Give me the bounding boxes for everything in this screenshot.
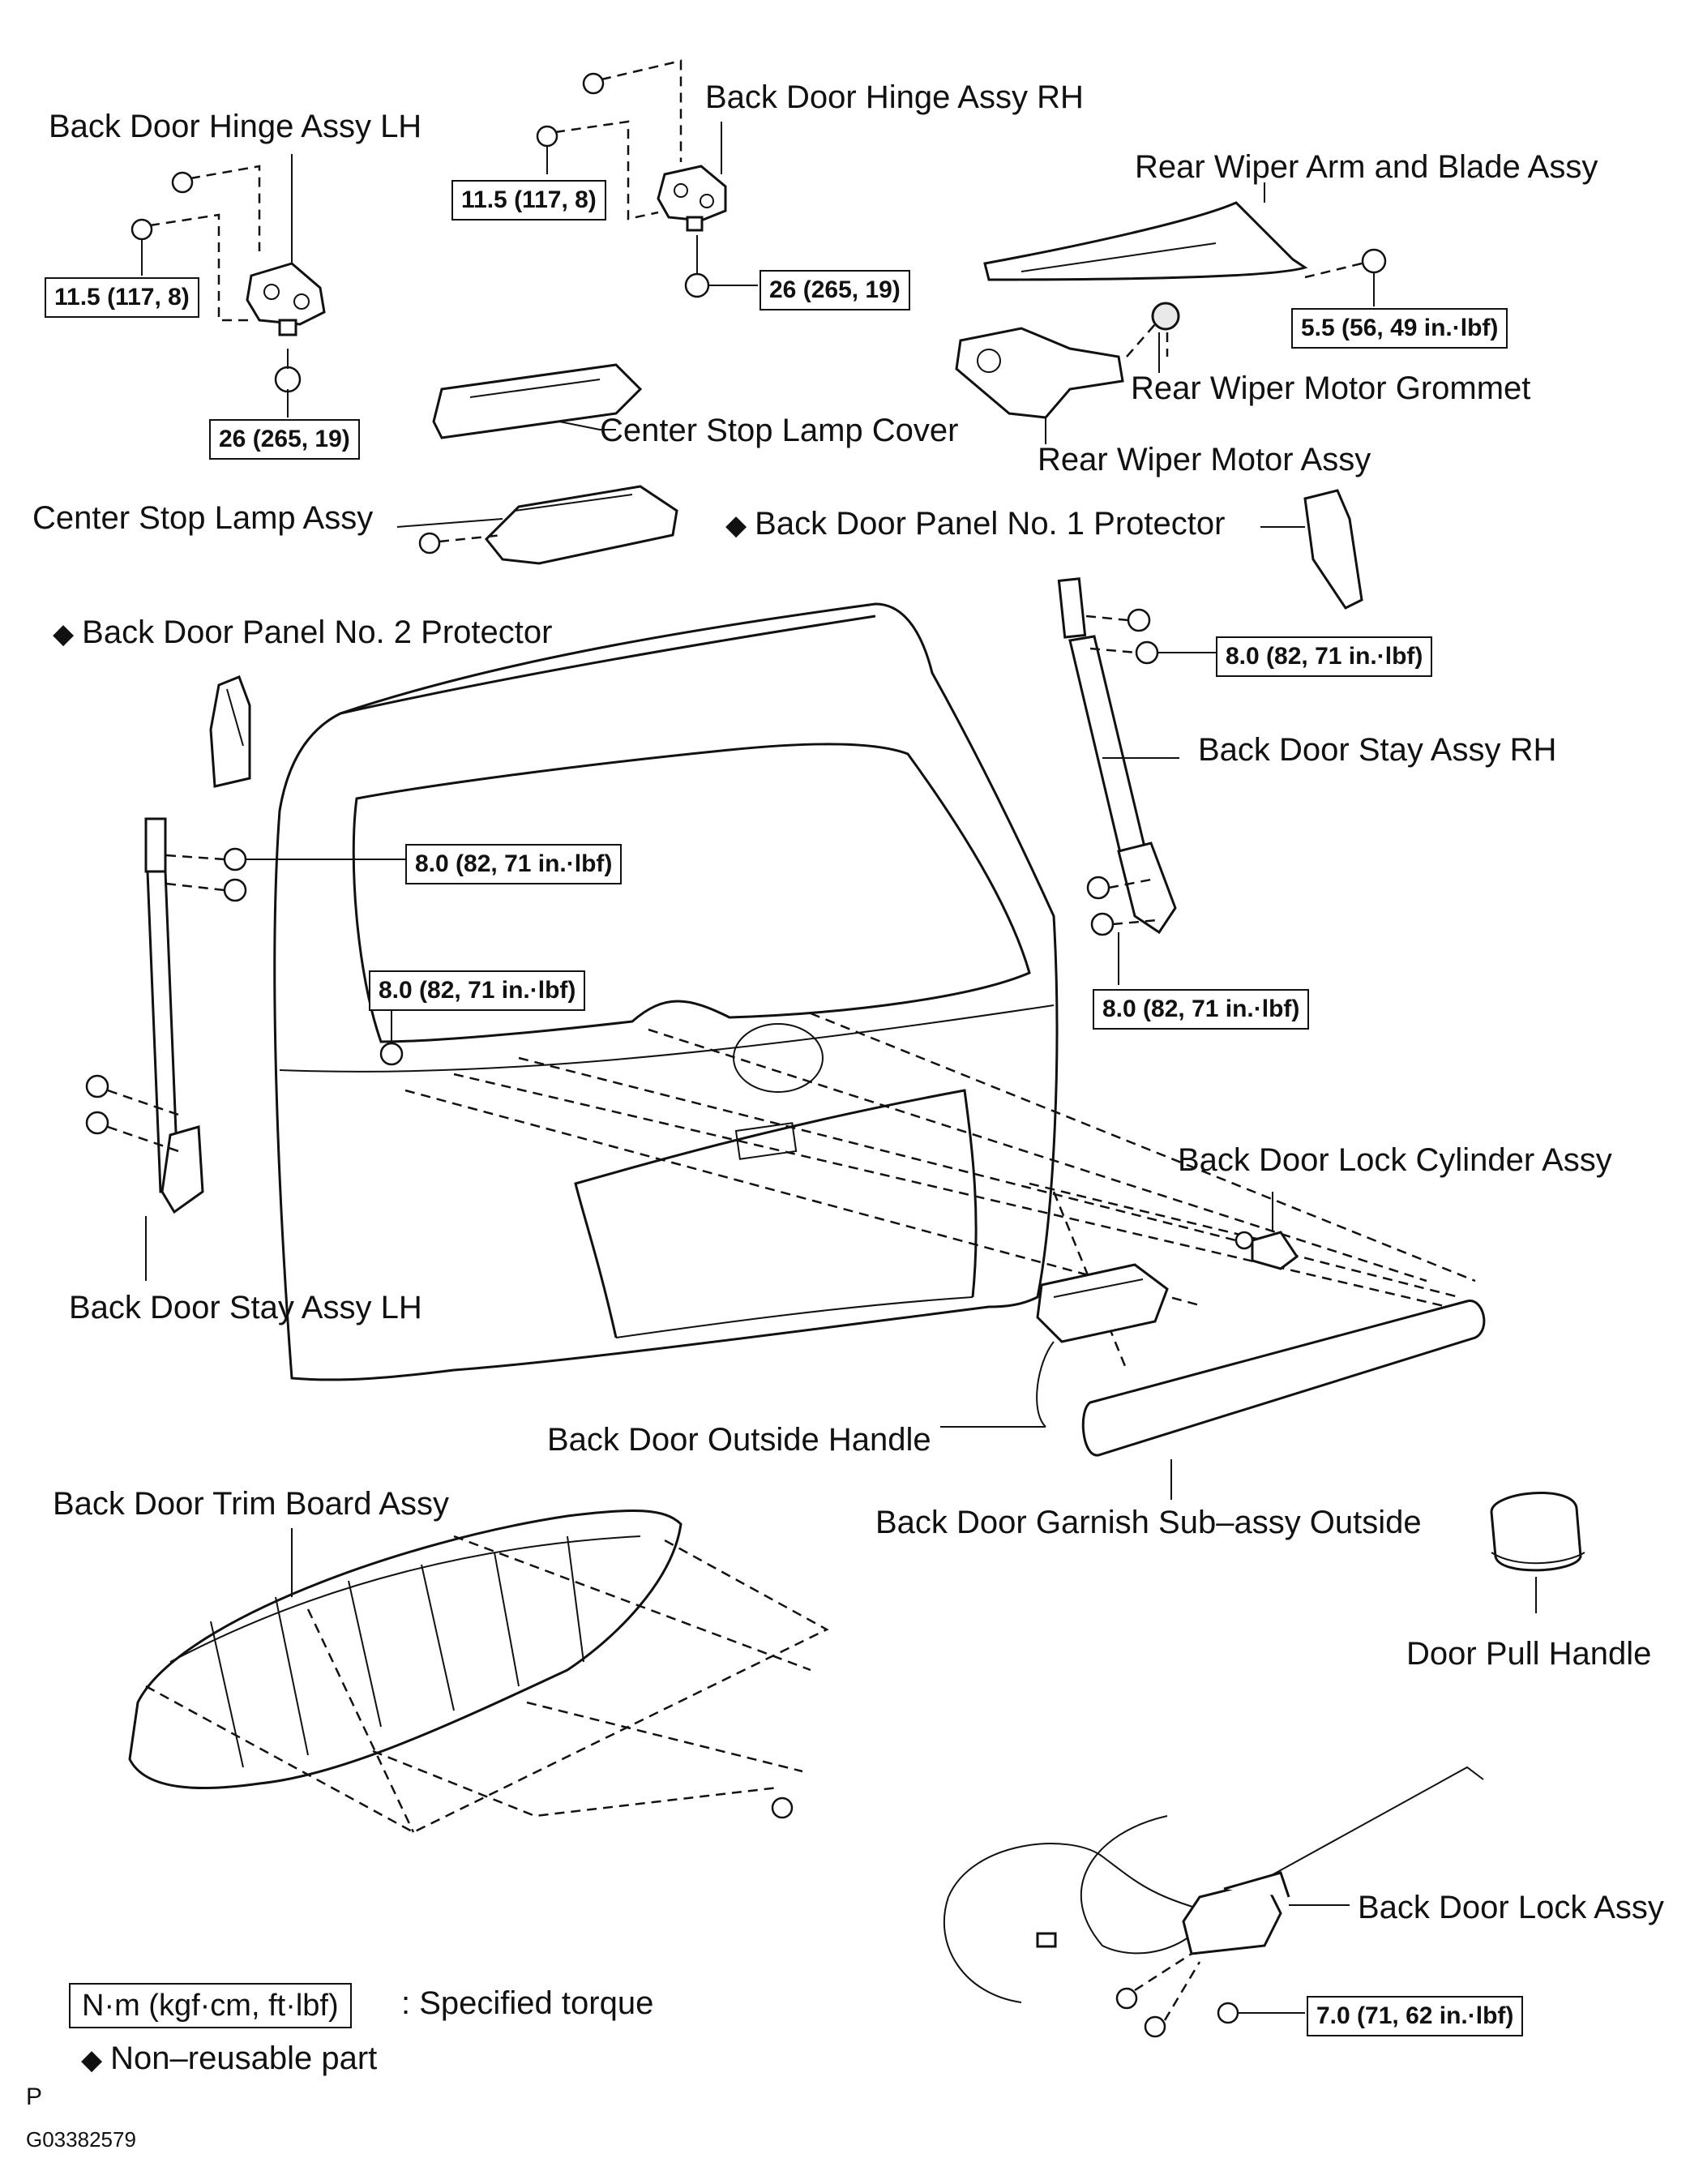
hinge-rh-artwork: [536, 59, 758, 298]
footer-letter: P: [26, 2083, 43, 2110]
label-panel-protector-2: ◆Back Door Panel No. 2 Protector: [53, 614, 552, 653]
lock-assy-artwork: [943, 1766, 1484, 2038]
assembly-dashed-lines: [404, 1012, 1476, 1371]
label-panel-protector-1-text: Back Door Panel No. 1 Protector: [755, 506, 1226, 542]
label-hinge-lh: Back Door Hinge Assy LH: [49, 109, 422, 144]
label-stop-lamp-cover: Center Stop Lamp Cover: [600, 413, 959, 448]
non-reusable-mark: ◆: [53, 619, 75, 649]
torque-stud: 8.0 (82, 71 in.·lbf): [369, 970, 586, 1011]
torque-hinge-rh-bolt: 11.5 (117, 8): [451, 180, 606, 221]
legend-non-reusable-text: Non–reusable part: [110, 2041, 378, 2076]
label-lock-cylinder: Back Door Lock Cylinder Assy: [1178, 1142, 1612, 1178]
label-lock-assy: Back Door Lock Assy: [1358, 1890, 1664, 1925]
legend-torque-unit: N·m (kgf·cm, ft·lbf): [69, 1983, 352, 2028]
stay-lh-artwork: [85, 817, 405, 1281]
label-wiper-motor: Rear Wiper Motor Assy: [1038, 442, 1371, 477]
back-door-panel: [273, 602, 1059, 1381]
label-trim-board: Back Door Trim Board Assy: [53, 1486, 450, 1522]
stop-lamp-artwork: [396, 363, 678, 565]
label-pull-handle: Door Pull Handle: [1406, 1636, 1652, 1672]
label-panel-protector-2-text: Back Door Panel No. 2 Protector: [82, 615, 553, 650]
torque-hinge-lh-nut: 26 (265, 19): [209, 419, 360, 460]
label-hinge-rh: Back Door Hinge Assy RH: [705, 79, 1084, 115]
torque-stay-lh-upper: 8.0 (82, 71 in.·lbf): [405, 844, 623, 884]
label-stay-lh: Back Door Stay Assy LH: [69, 1290, 422, 1325]
legend-torque-desc: : Specified torque: [401, 1985, 654, 2021]
torque-stay-rh-lower: 8.0 (82, 71 in.·lbf): [1093, 989, 1310, 1030]
protector-artwork: [209, 489, 1363, 788]
hinge-lh-artwork: [131, 154, 326, 418]
legend-non-reusable-symbol: ◆: [81, 2045, 103, 2075]
non-reusable-mark: ◆: [725, 510, 747, 541]
legend-non-reusable: ◆Non–reusable part: [81, 2040, 377, 2079]
trim-board-artwork: [128, 1509, 829, 1834]
lock-handle-garnish-artwork: [940, 1192, 1486, 1500]
label-panel-protector-1: ◆ Back Door Panel No. 1 Protector: [725, 505, 1225, 544]
wiper-artwork: [955, 182, 1387, 444]
label-garnish: Back Door Garnish Sub–assy Outside: [875, 1505, 1422, 1540]
footer-code: G03382579: [26, 2127, 136, 2152]
label-wiper-grommet: Rear Wiper Motor Grommet: [1131, 370, 1531, 406]
torque-hinge-rh-nut: 26 (265, 19): [760, 270, 910, 310]
torque-stay-rh-upper: 8.0 (82, 71 in.·lbf): [1216, 636, 1433, 677]
label-outside-handle: Back Door Outside Handle: [547, 1422, 931, 1458]
torque-hinge-lh-bolt: 11.5 (117, 8): [45, 277, 199, 318]
leader-lines: [558, 421, 601, 430]
label-wiper-arm: Rear Wiper Arm and Blade Assy: [1135, 149, 1598, 185]
label-stay-rh: Back Door Stay Assy RH: [1198, 732, 1557, 768]
pull-handle-artwork: [1490, 1492, 1585, 1613]
torque-lock-assy: 7.0 (71, 62 in.·lbf): [1307, 1996, 1524, 2036]
torque-wiper-nut: 5.5 (56, 49 in.·lbf): [1291, 308, 1508, 349]
label-stop-lamp-assy: Center Stop Lamp Assy: [32, 500, 374, 536]
stay-rh-artwork: [1057, 577, 1216, 985]
